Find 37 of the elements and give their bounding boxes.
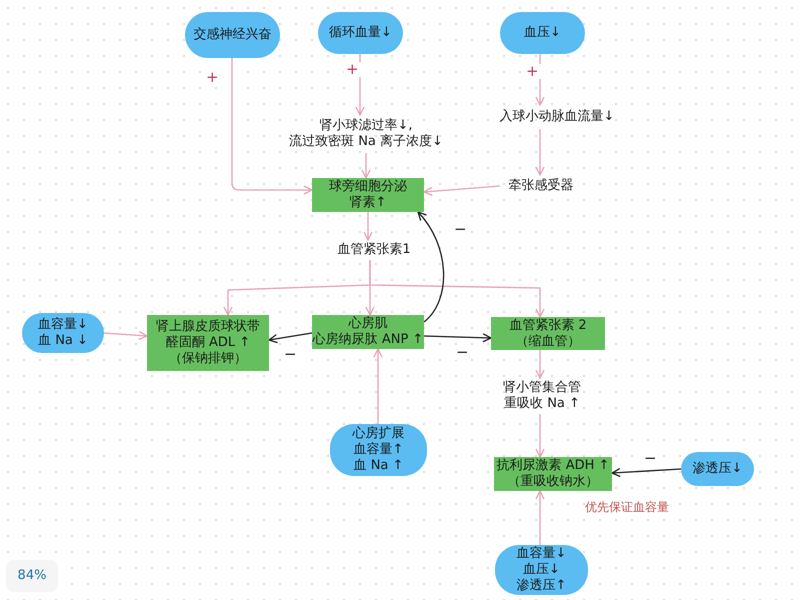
arrow — [373, 348, 383, 424]
arrow — [104, 330, 148, 340]
step-text: 肾小管集合管 重吸收 Na ↑ — [492, 378, 592, 414]
arrow — [423, 185, 500, 196]
edge-label: + — [344, 62, 361, 77]
arrow — [355, 54, 365, 116]
rounded-node: 血容量↓ 血压↓ 渗透压↑ — [495, 545, 588, 595]
arrow — [535, 490, 545, 545]
process-box: 肾上腺皮质球状带 醛固酮 ADL ↑ （保钠排钾） — [147, 315, 269, 371]
zoom-level-badge: 84% — [6, 560, 58, 592]
rounded-node: 血压↓ — [500, 12, 585, 54]
arrow — [535, 350, 545, 379]
rounded-node: 交感神经兴奋 — [185, 12, 280, 58]
process-box: 球旁细胞分泌 肾素↑ — [312, 178, 424, 212]
step-text: 血管紧张素1 — [332, 240, 416, 260]
arrow — [535, 54, 545, 106]
arrow — [268, 332, 312, 344]
arrow — [417, 211, 444, 322]
rounded-node: 心房扩展 血容量↑ 血 Na ↑ — [330, 424, 427, 476]
rounded-node: 血容量↓ 血 Na ↓ — [22, 313, 104, 353]
rounded-node: 渗透压↓ — [681, 452, 754, 486]
step-text: 入球小动脉血流量↓ — [482, 105, 632, 129]
arrow — [611, 468, 682, 478]
process-box: 血管紧张素 2 （缩血管） — [491, 317, 605, 350]
arrow — [424, 333, 492, 342]
process-box: 抗利尿激素 ADH ↑ （重吸收钠水） — [494, 457, 612, 491]
arrow — [535, 129, 545, 176]
note-text: 优先保证血容量 — [585, 499, 669, 516]
arrow — [535, 414, 545, 458]
step-text: 牵张感受器 — [500, 175, 582, 197]
process-box: 心房肌 心房纳尿肽 ANP ↑ — [312, 315, 424, 349]
arrow — [231, 58, 313, 195]
arrow — [361, 153, 371, 179]
rounded-node: 循环血量↓ — [318, 12, 403, 54]
step-text: 肾小球滤过率↓, 流过致密斑 Na 离子浓度↓ — [268, 115, 464, 153]
arrow — [363, 212, 373, 241]
arrow — [369, 260, 545, 318]
